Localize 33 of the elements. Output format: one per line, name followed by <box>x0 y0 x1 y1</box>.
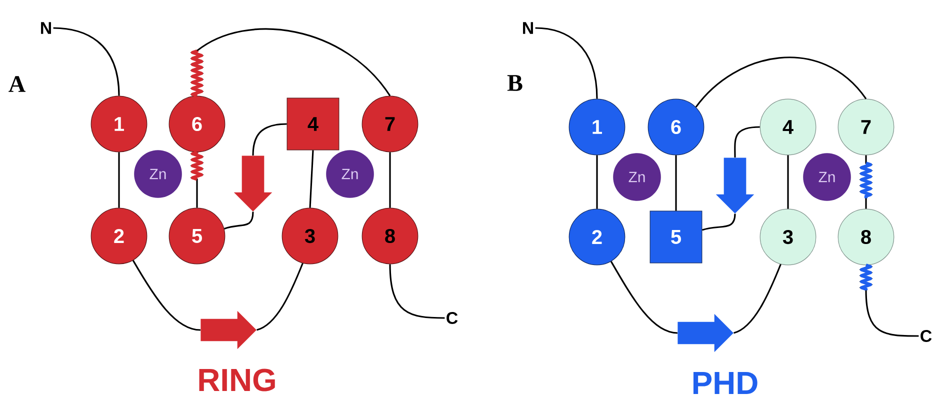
panel-letter: B <box>507 75 522 91</box>
zinc-ion: Zn <box>803 153 851 201</box>
chain-line <box>53 27 120 96</box>
residue-square: 5 <box>650 210 702 264</box>
chain-line <box>535 27 598 99</box>
chain-line <box>132 260 201 331</box>
residue-square: 4 <box>286 98 340 150</box>
strand-arrow <box>234 156 272 212</box>
strand-arrow <box>678 314 734 352</box>
terminus-label: N <box>523 22 533 34</box>
zinc-ion: Zn <box>613 153 661 201</box>
chain-line <box>695 56 867 108</box>
chain-line <box>787 155 789 209</box>
chain-line <box>596 155 598 209</box>
chain-line <box>118 152 120 208</box>
strand-arrow <box>200 310 256 350</box>
chain-line <box>734 126 760 158</box>
chain-line <box>610 261 678 334</box>
terminus-label: N <box>41 22 51 34</box>
chain-line <box>733 264 782 334</box>
terminus-label: C <box>446 312 458 324</box>
strand-arrow <box>716 158 754 214</box>
zinc-ion: Zn <box>326 150 374 198</box>
domain-name: PHD <box>693 372 758 394</box>
chain-line <box>252 123 287 156</box>
chain-line <box>256 262 304 331</box>
chain-line <box>309 150 314 208</box>
panel-letter: A <box>8 76 26 92</box>
zinc-ion: Zn <box>134 150 182 198</box>
chain-line <box>389 264 445 319</box>
chain-line <box>389 152 391 208</box>
chain-line <box>675 155 677 211</box>
terminus-label: C <box>920 330 932 342</box>
